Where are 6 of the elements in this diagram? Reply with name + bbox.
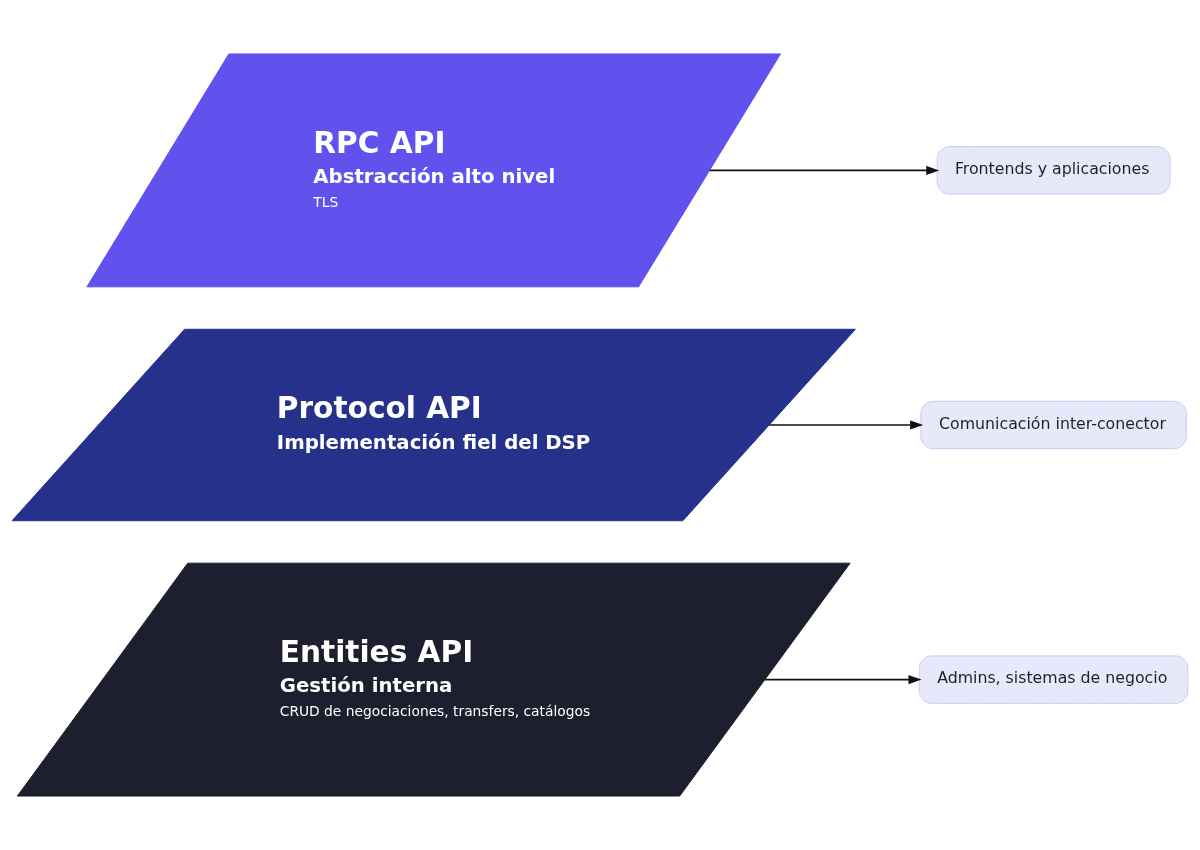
- node-box: Admins, sistemas de negocio: [918, 655, 1189, 704]
- arrow: [768, 420, 924, 430]
- node-box: Frontends y aplicaciones: [936, 146, 1171, 195]
- node-box: Comunicación inter-conector: [920, 400, 1187, 450]
- arrow: [764, 675, 922, 685]
- arrow: [709, 165, 940, 175]
